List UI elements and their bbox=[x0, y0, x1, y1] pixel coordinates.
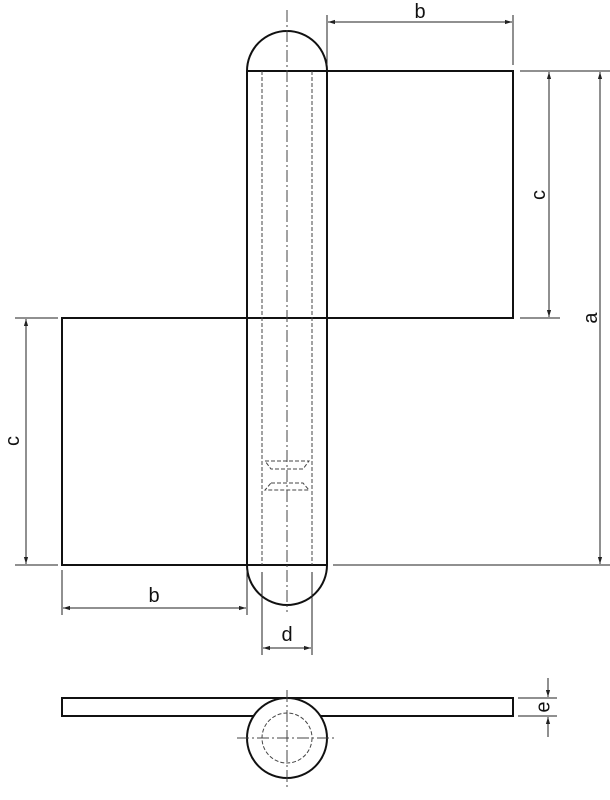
grease-slot bbox=[264, 460, 310, 470]
grease-slot bbox=[263, 482, 311, 491]
lower-leaf bbox=[61, 317, 248, 566]
front-view bbox=[61, 10, 514, 612]
upper-leaf bbox=[326, 70, 514, 319]
top-view bbox=[61, 690, 514, 788]
dimension-c-left: c bbox=[2, 317, 58, 566]
dimension-label-b: b bbox=[414, 1, 425, 23]
dimension-label-c: c bbox=[2, 436, 24, 446]
dimension-label-a: a bbox=[580, 312, 602, 324]
dimension-a: a bbox=[333, 72, 610, 566]
dimension-c-right: c bbox=[520, 70, 610, 319]
dimension-b-bottom: b bbox=[61, 570, 248, 615]
dimension-b-top: b bbox=[326, 1, 514, 65]
dimension-label-d: d bbox=[281, 624, 292, 646]
dimension-label-c: c bbox=[528, 190, 550, 200]
dimension-e: e bbox=[518, 678, 557, 737]
dimension-label-e: e bbox=[532, 701, 554, 712]
dimension-d: d bbox=[261, 572, 313, 655]
dimension-label-b: b bbox=[148, 585, 159, 607]
